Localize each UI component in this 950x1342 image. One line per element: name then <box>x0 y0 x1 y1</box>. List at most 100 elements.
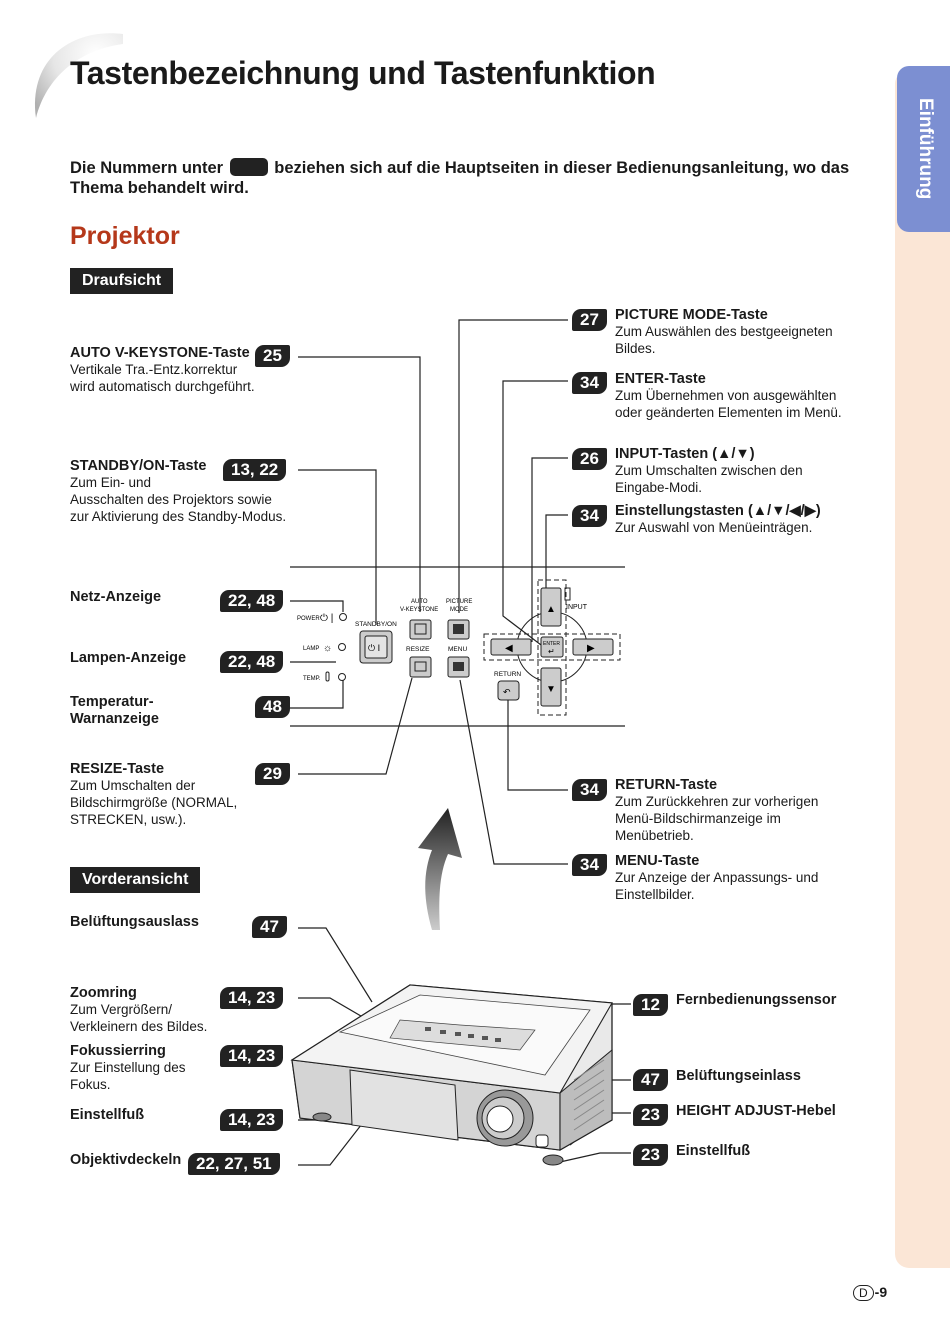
down-button[interactable] <box>540 667 562 707</box>
enter-button[interactable] <box>540 636 564 658</box>
standby-page-badge[interactable]: 13, 22 <box>223 459 287 481</box>
return-page-badge[interactable]: 34 <box>572 779 607 801</box>
resize-page-badge[interactable]: 29 <box>255 763 290 785</box>
lamp-icon: ☼ <box>323 643 332 654</box>
remote-page-badge[interactable]: 12 <box>633 994 668 1016</box>
down-arrow-icon: ▼ <box>546 684 556 695</box>
temp-label-1: Temperatur- <box>70 694 154 710</box>
lens-cap-page-badge[interactable]: 22, 27, 51 <box>188 1153 280 1175</box>
enter-page-badge[interactable]: 34 <box>572 372 607 394</box>
temp-led <box>338 673 346 681</box>
front-view-label: Vorderansicht <box>70 867 201 893</box>
input-panel-text: INPUT <box>566 604 588 611</box>
temp-page-badge[interactable]: 48 <box>255 696 290 718</box>
intake-page-badge[interactable]: 47 <box>633 1069 668 1091</box>
vent-intake-label: Belüftungseinlass <box>676 1068 801 1084</box>
return-desc-3: Menübetrieb. <box>615 828 694 843</box>
input-icon <box>564 587 571 601</box>
temp-text: TEMP. <box>303 676 321 682</box>
menu-desc-1: Zur Anzeige der Anpassungs- und <box>615 870 819 885</box>
left-arrow-icon: ◀ <box>505 643 513 654</box>
zoom-page-badge[interactable]: 14, 23 <box>220 987 284 1009</box>
enter-icon: ↵ <box>548 647 555 656</box>
adjust-label: Einstellungstasten (▲/▼/◀/▶) <box>615 503 821 519</box>
auto-text-2: V-KEYSTONE <box>400 607 438 613</box>
right-button[interactable] <box>572 638 614 656</box>
lamp-page-badge[interactable]: 22, 48 <box>220 651 284 673</box>
foot-right-label: Einstellfuß <box>676 1143 751 1159</box>
temp-icon <box>325 671 330 682</box>
intro-text: Die Nummern unter beziehen sich auf die … <box>70 158 890 198</box>
height-adjust-label: HEIGHT ADJUST-Hebel <box>676 1103 836 1119</box>
lamp-indicator-label: Lampen-Anzeige <box>70 650 187 666</box>
sidebar-tab[interactable]: Einführung <box>897 66 950 232</box>
picture-desc-1: Zum Auswählen des bestgeeigneten <box>615 324 833 339</box>
focus-desc-1: Zur Einstellung des <box>70 1060 186 1075</box>
page-number-value: -9 <box>874 1284 888 1300</box>
power-led <box>339 613 347 621</box>
picture-page-badge[interactable]: 27 <box>572 309 607 331</box>
zoom-desc-2: Verkleinern des Bildes. <box>70 1019 208 1034</box>
foot-left-label: Einstellfuß <box>70 1107 145 1123</box>
input-label: INPUT-Tasten (▲/▼) <box>615 446 755 462</box>
keystone-page-badge[interactable]: 25 <box>255 345 290 367</box>
picture-text-2: MODE <box>450 607 468 613</box>
lamp-led <box>338 643 346 651</box>
height-page-badge[interactable]: 23 <box>633 1104 668 1126</box>
menu-page-badge[interactable]: 34 <box>572 854 607 876</box>
auto-text-1: AUTO <box>411 599 428 605</box>
remote-sensor-label: Fernbedienungssensor <box>676 992 837 1008</box>
standby-desc-1: Zum Ein- und <box>70 475 152 490</box>
menu-panel-text: MENU <box>448 646 467 653</box>
return-panel-text: RETURN <box>494 671 521 678</box>
up-button[interactable] <box>540 587 562 627</box>
enter-desc-1: Zum Übernehmen von ausgewählten <box>615 388 837 403</box>
return-button[interactable] <box>497 680 520 701</box>
lamp-text: LAMP <box>303 646 319 652</box>
standby-label: STANDBY/ON-Taste <box>70 458 207 474</box>
vent-outlet-page-badge[interactable]: 47 <box>252 916 287 938</box>
zoom-desc-1: Zum Vergrößern/ <box>70 1002 173 1017</box>
input-desc-1: Zum Umschalten zwischen den <box>615 463 803 478</box>
page-number-circle: D <box>853 1285 874 1301</box>
left-button[interactable] <box>490 638 532 656</box>
resize-desc-3: STRECKEN, usw.). <box>70 812 187 827</box>
menu-label: MENU-Taste <box>615 853 700 869</box>
return-label: RETURN-Taste <box>615 777 718 793</box>
power-indicator-label: Netz-Anzeige <box>70 589 162 605</box>
up-arrow-icon: ▲ <box>546 604 556 615</box>
lens-cap-label: Objektivdeckeln <box>70 1152 182 1168</box>
input-dashed-frame <box>537 579 567 716</box>
resize-label: RESIZE-Taste <box>70 761 165 777</box>
adjust-page-badge[interactable]: 34 <box>572 505 607 527</box>
power-text: POWER <box>297 616 320 622</box>
enter-label: ENTER-Taste <box>615 371 706 387</box>
return-desc-2: Menü-Bildschirmanzeige im <box>615 811 781 826</box>
standby-panel-text: STANDBY/ON <box>355 621 397 628</box>
rotate-arrow-icon <box>418 808 462 930</box>
focus-page-badge[interactable]: 14, 23 <box>220 1045 284 1067</box>
picture-text-1: PICTURE <box>446 599 472 605</box>
zoom-ring-label: Zoomring <box>70 985 137 1001</box>
keystone-desc-2: wird automatisch durchgeführt. <box>70 379 255 394</box>
focus-desc-2: Fokus. <box>70 1077 111 1092</box>
intro-before: Die Nummern unter <box>70 159 224 177</box>
page-title: Tastenbezeichnung und Tastenfunktion <box>70 55 656 91</box>
foot-right-page-badge[interactable]: 23 <box>633 1144 668 1166</box>
enter-desc-2: oder geänderten Elementen im Menü. <box>615 405 842 420</box>
section-title: Projektor <box>70 222 180 250</box>
top-view-label: Draufsicht <box>70 268 174 294</box>
right-arrow-icon: ▶ <box>587 643 595 654</box>
return-icon: ↶ <box>503 687 511 697</box>
return-desc-1: Zum Zurückkehren zur vorherigen <box>615 794 819 809</box>
temp-label-2: Warnanzeige <box>70 711 159 727</box>
input-page-badge[interactable]: 26 <box>572 448 607 470</box>
page-ref-box <box>229 158 268 176</box>
focus-ring-label: Fokussierring <box>70 1043 166 1059</box>
vent-outlet-label: Belüftungsauslass <box>70 914 199 930</box>
page-number: D-9 <box>853 1284 887 1301</box>
foot-left-page-badge[interactable]: 14, 23 <box>220 1109 284 1131</box>
power-icon: ⏻ | <box>320 613 333 624</box>
power-page-badge[interactable]: 22, 48 <box>220 590 284 612</box>
